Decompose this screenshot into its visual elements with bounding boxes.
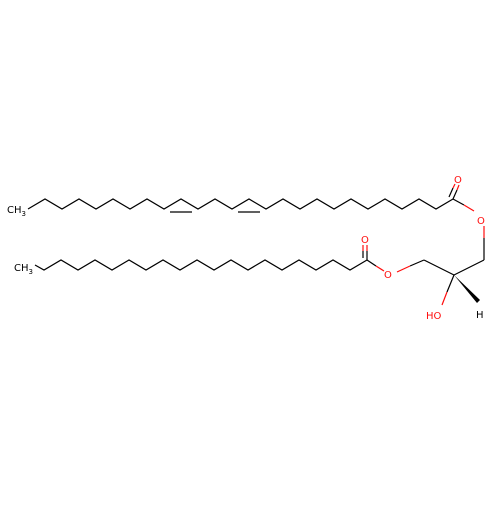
upper-acyl-chain	[27, 183, 475, 213]
carbonyl-bond-top-b	[456, 184, 460, 191]
ch2-bottom-to-o-b	[396, 265, 411, 273]
ester-o-top-label: O	[477, 216, 485, 227]
ch2-bottom-to-o-a	[409, 259, 425, 267]
ch3-bottom-label: CH3	[14, 263, 33, 276]
lower-acyl-chain	[34, 245, 385, 272]
stereo-wedge	[454, 275, 480, 303]
o-to-carbonyl-bottom-b	[366, 259, 377, 267]
c2-to-oh-b	[441, 291, 448, 306]
carbonyl-o-top-label: O	[454, 175, 462, 186]
carbonyl-o-bottom-label: O	[361, 235, 369, 246]
carbonyl-bond-top-c	[448, 187, 454, 198]
atom-labels: CH3 CH3 O O O O HO H	[7, 175, 485, 322]
ester-o-bottom-label: O	[384, 270, 392, 281]
glycerol-backbone	[396, 226, 485, 306]
c2-to-oh-a	[446, 274, 455, 293]
carbonyl-bond-top-a	[452, 189, 458, 200]
hydroxyl-label: HO	[426, 311, 442, 322]
ester-bond-top-b	[463, 204, 475, 212]
upper-chain-bonds	[27, 198, 454, 210]
ch3-top-label: CH3	[7, 205, 26, 218]
lower-chain-bonds	[34, 259, 368, 271]
ester-bond-top-a	[452, 198, 465, 206]
carbonyl-bond-top-d	[452, 183, 456, 189]
o-to-carbonyl-bottom-a	[375, 265, 385, 272]
ch2-to-c2	[453, 259, 485, 276]
c2-to-ch2-bottom	[423, 259, 455, 276]
hydrogen-label: H	[476, 310, 484, 321]
